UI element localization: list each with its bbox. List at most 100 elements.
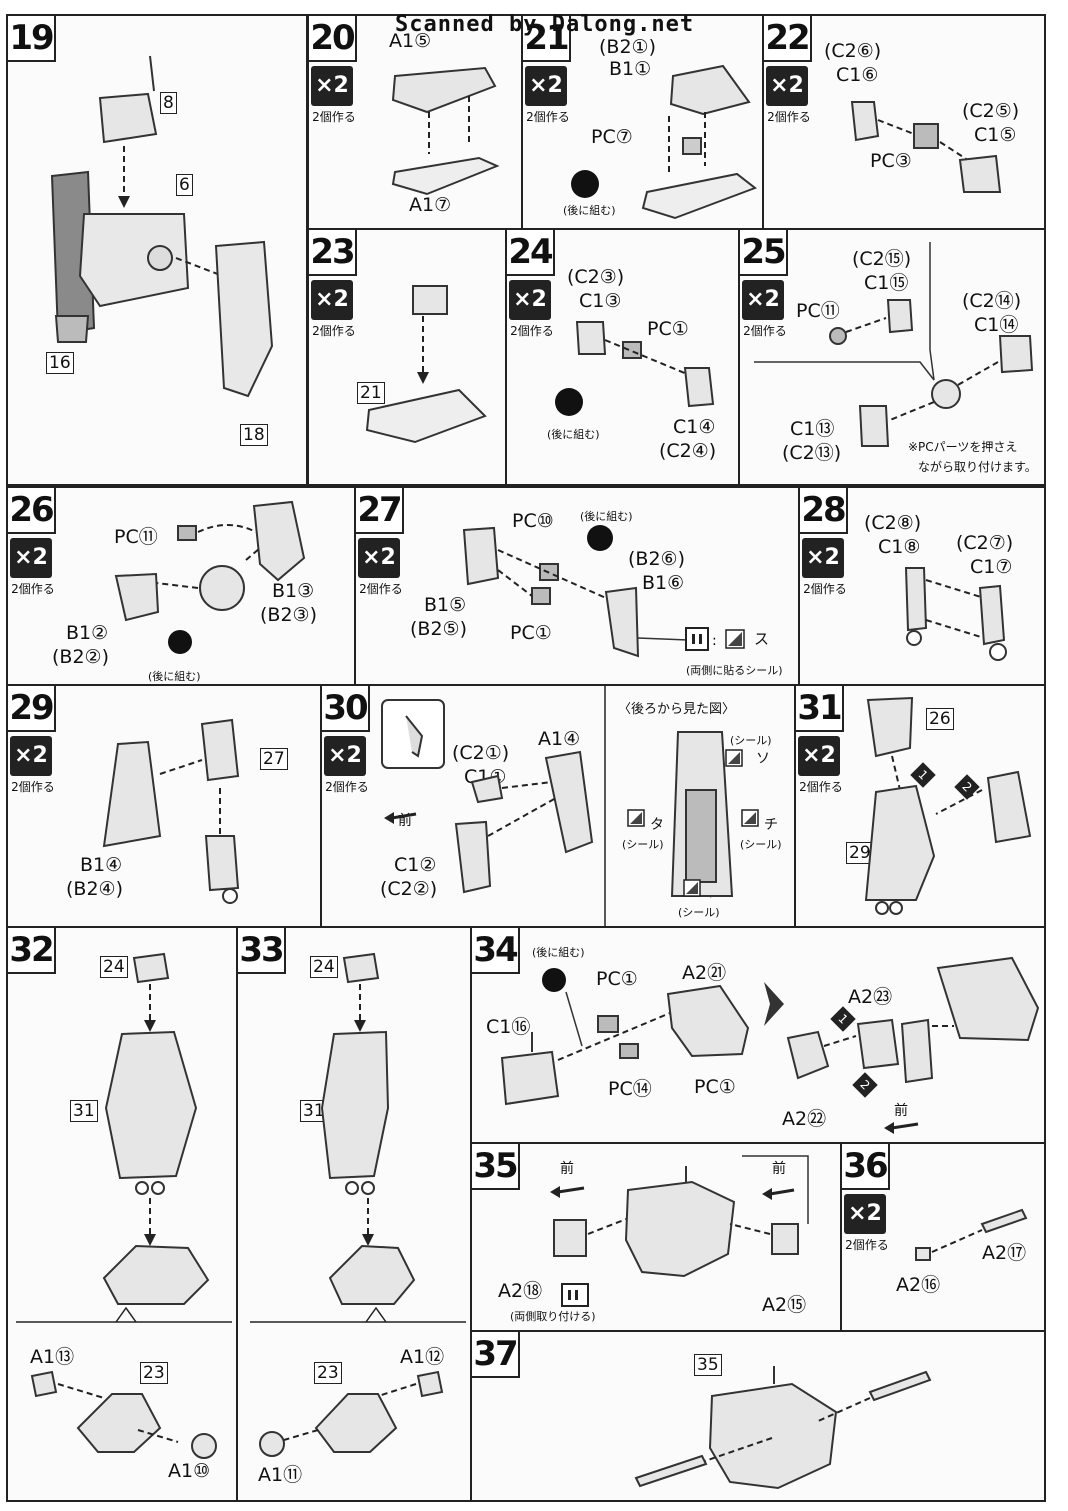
part-label: A2⑮ [762,1294,807,1316]
part-label: A1⑤ [389,30,432,52]
part-ref: 24 [100,956,128,978]
x2-badge: ×2 [358,538,400,578]
part-label: PC⑭ [608,1078,652,1100]
part-label: A2⑱ [498,1280,543,1302]
sticker-code: ス [754,630,770,648]
part-label: (B2⑤) [410,618,467,640]
part-label: A2⑰ [982,1242,1027,1264]
part-label: B1③ [272,580,315,602]
step-number: 23 [309,230,357,276]
x2-badge: ×2 [525,66,567,106]
front-direction: 前 [560,1161,574,1177]
part-label: PC① [647,318,689,340]
step-number: 28 [800,488,848,534]
x2-badge: ×2 [324,736,366,776]
part-ref: 26 [926,708,954,730]
part-label: (B2②) [52,646,109,668]
part-label: C1⑦ [970,556,1013,578]
part-label: (C2⑭) [962,290,1022,312]
part-label: C1④ [673,416,716,438]
sticker-note: (シール) [730,734,772,747]
pc-note-line1: ※PCパーツを押さえ [908,440,1018,454]
make-two-label: 2個作る [325,780,369,794]
part-label: (B2④) [66,878,123,900]
step-number: 24 [507,230,555,276]
make-two-label: 2個作る [11,582,55,596]
part-ref: 6 [176,174,193,196]
sticker-code: ソ [756,751,770,767]
ankle-armor-illustration [571,64,758,220]
step-20: 20 ×2 2個作る A1⑤ A1⑦ [307,14,523,230]
elbow-joint-illustration [904,567,1007,661]
svg-text::: : [712,633,717,649]
make-two-label: 2個作る [526,110,570,124]
part-label: A1⑬ [30,1346,75,1368]
step-number: 37 [472,1332,520,1378]
step-31: 31 ×2 2個作る 26 29 1 2 [794,684,1046,928]
part-label: (C2⑦) [956,532,1014,554]
step-34: 34 (後に組む) PC① A2㉑ C1⑯ PC⑭ PC① A2㉓ A2㉒ 1 … [470,926,1046,1144]
step-27: 27 ×2 2個作る PC⑩ (後に組む) (B2⑥) B1⑥ B1⑤ (B2⑤… [354,486,800,686]
part-ref: 18 [240,424,268,446]
part-label: C1⑥ [836,64,879,86]
part-label: PC⑦ [591,126,633,148]
part-ref: 23 [140,1362,168,1384]
assemble-later-note: (後に組む) [547,428,600,441]
joint-assembly-illustration [754,242,1034,447]
step-36: 36 ×2 2個作る A2⑰ A2⑯ [840,1142,1046,1332]
part-label: C1⑯ [486,1016,531,1038]
x2-badge: ×2 [766,66,808,106]
part-ref: 23 [314,1362,342,1384]
pc-note-line2: ながら取り付けます。 [918,460,1037,474]
step-26: 26 ×2 2個作る PC⑪ B1③ (B2③) B1② (B2②) (後に組む… [6,486,356,686]
shoulder-assembly-illustration [114,500,306,654]
arm-assembly-illustration [864,696,1032,915]
part-ref: 27 [260,748,288,770]
part-label: (C2④) [659,440,717,462]
part-label: A2㉑ [682,962,727,984]
part-label: B1① [609,58,652,80]
step-number: 22 [764,16,812,62]
x2-badge: ×2 [509,280,551,320]
part-ref: 16 [46,352,74,374]
sticker-note: (両側に貼るシール) [686,664,783,677]
sticker-code: チ [764,817,778,833]
make-two-label: 2個作る [11,780,55,794]
torso-assembly-illustration [50,55,274,398]
step-number: 32 [8,928,56,974]
make-two-label: 2個作る [510,324,554,338]
step-23: 23 ×2 2個作る 21 [307,228,507,486]
sticker-note: (シール) [622,838,664,851]
part-ref: 21 [357,382,385,404]
part-label: PC① [596,968,638,990]
part-label: (C2⑥) [824,40,882,62]
step-21: 21 ×2 2個作る (B2①) B1① PC⑦ (後に組む) [521,14,764,230]
step-number: 21 [523,16,571,62]
part-ref: 31 [300,1100,328,1122]
step-number: 30 [322,686,370,732]
part-label: B1② [66,622,109,644]
make-two-label: 2個作る [312,324,356,338]
assemble-later-note: (後に組む) [580,510,633,523]
part-label: (B2⑥) [628,548,685,570]
part-ref: 24 [310,956,338,978]
foot-joint-illustration [365,285,487,444]
x2-badge: ×2 [798,736,840,776]
front-direction: 前 [894,1103,908,1119]
make-two-label: 2個作る [743,324,787,338]
waist-pin-illustration [634,1366,932,1490]
step-number: 27 [356,488,404,534]
x2-badge: ×2 [311,66,353,106]
front-direction: 前 [772,1161,786,1177]
attach-both-sides-note: (両側取り付ける) [510,1310,596,1323]
back-view-caption: 〈後ろから見た図〉 [618,702,736,717]
part-label: (C2②) [380,878,438,900]
step-35: 35 前 前 A2⑱ (両側取り付ける) A2⑮ [470,1142,842,1332]
part-ref: 29 [846,842,874,864]
step-number: 19 [8,16,56,62]
make-two-label: 2個作る [312,110,356,124]
forearm-armor-illustration [381,686,759,926]
arm-to-shoulder-illustration [250,952,466,1457]
step-29: 29 ×2 2個作る 27 B1④ (B2④) [6,684,322,928]
step-30: 30 ×2 2個作る (C2①) C1① A1④ C1② (C2②) 前 〈後ろ… [320,684,796,928]
